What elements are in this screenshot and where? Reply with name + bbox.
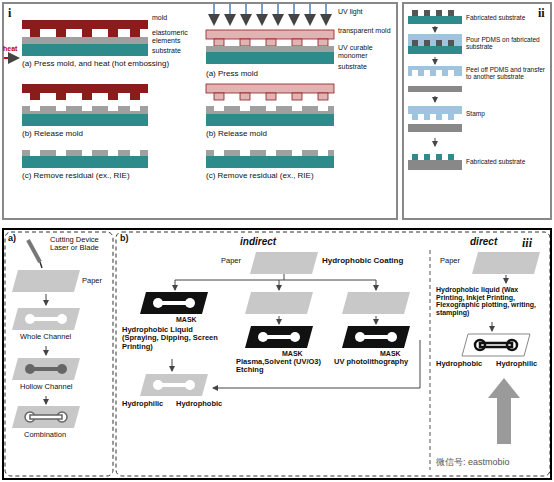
step-note: Stamp [466,110,548,117]
step-label: Paper [440,257,470,265]
part-label: heat [3,45,21,53]
method-heading: direct [470,236,520,247]
panel-number: ii [538,6,545,21]
step-label: Paper [82,277,110,285]
step-label: Plasma,Solvent (UV/O3) Etching [236,358,331,375]
section-label: b) [120,234,140,244]
step-label: UV photolithography [334,358,416,366]
step-caption: (c) Remove residual (ex., RIE) [22,172,194,181]
part-label: Hydrophilic [496,360,546,368]
method-heading: indirect [240,236,300,247]
part-label: MASK [176,316,206,324]
panel-box: i [2,2,398,220]
step-label: Whole Channel [20,333,110,341]
panel-number: iii [522,236,532,251]
panel-number: i [8,6,11,21]
part-label: MASK [380,350,410,358]
watermark: 微信号: eastmobio [436,458,548,468]
step-caption: (b) Release mold [22,130,194,139]
step-caption: (b) Release mold [206,130,336,139]
part-label: elastomeric elements [152,29,198,44]
part-label: transparent mold [338,27,394,35]
part-label: UV curable monomer [338,44,394,59]
step-label: Hydrophobic Coating [322,257,422,266]
step-label: Cutting Device Laser or Blade [50,236,112,253]
part-label: Hydrophilic [122,400,172,408]
step-label: Paper [221,257,249,265]
step-caption: (a) Press mold, and heat (hot embossing) [22,60,194,69]
step-caption: (c) Remove residual (ex., RIE) [206,172,386,181]
part-label: Hydrophobic [176,400,231,408]
step-caption: (a) Press mold [206,70,336,79]
part-label: substrate [152,47,198,55]
part-label: Hydrophobic [436,360,492,368]
step-label: Hollow Channel [20,383,110,391]
step-label: Hydrophobic liquid (Wax Printing, Inkjet… [436,286,548,317]
part-label: substrate [338,63,394,71]
step-note: Peel off PDMS and transfer to another su… [466,66,548,80]
step-label: Hydrophobic Liquid (Spraying, Dipping, S… [122,326,222,351]
step-label: Combination [24,431,110,439]
part-label: MASK [282,350,312,358]
part-label: mold [152,14,196,22]
step-note: Fabricated substrate [466,158,548,165]
part-label: UV light [338,8,394,16]
section-label: a) [8,234,28,244]
panel-box: iii [2,228,552,480]
step-note: Fabricated substrate [466,14,548,21]
step-note: Pour PDMS on fabricated substrate [466,36,548,50]
